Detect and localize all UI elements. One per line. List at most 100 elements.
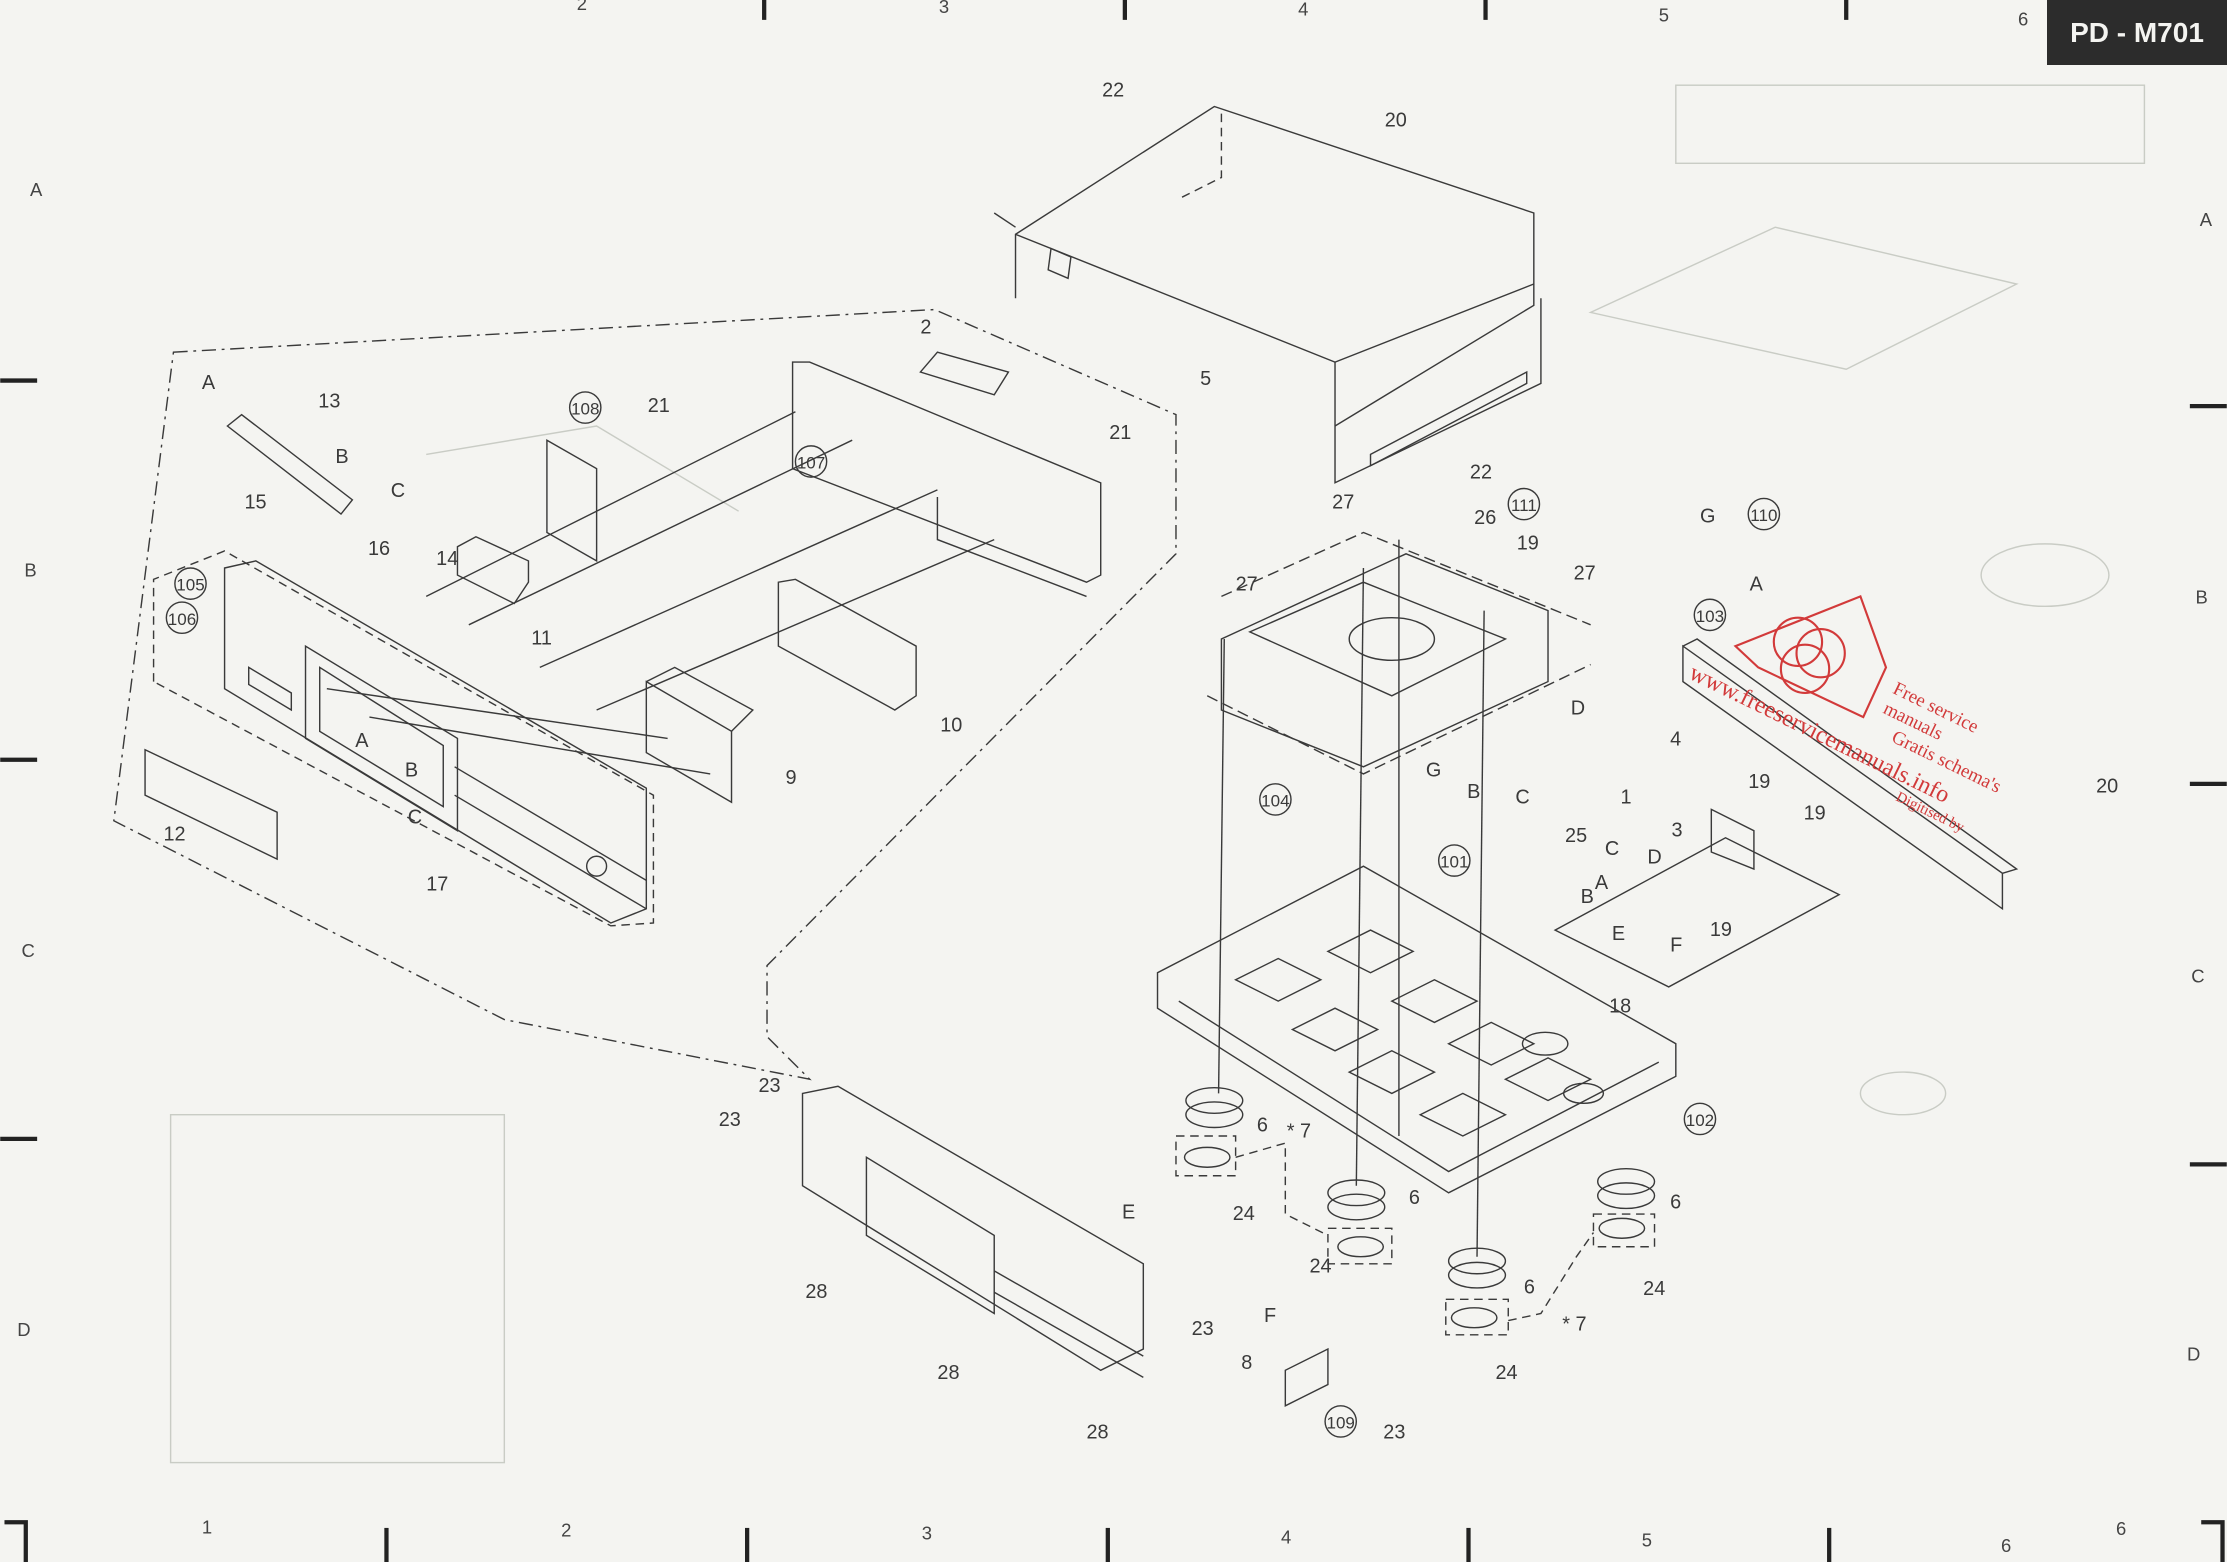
- ref-B-4: B: [1581, 886, 1594, 908]
- part-label-6d: 6: [1670, 1191, 1681, 1213]
- part-109: [1284, 1347, 1329, 1407]
- part-label-11: 11: [531, 628, 552, 650]
- ref-D-1: D: [1571, 697, 1585, 719]
- reference-letters: A B C A B C G A D G B C C D A B E F E F …: [202, 372, 1764, 1335]
- window-12: [144, 748, 278, 861]
- grid-col-3-bottom: 3: [922, 1522, 932, 1543]
- ref-A-4: A: [1595, 872, 1609, 894]
- ref-D-2: D: [1647, 846, 1661, 868]
- ref-B-1: B: [335, 446, 348, 468]
- part-label-17: 17: [426, 873, 448, 895]
- callout-101-text: 101: [1440, 853, 1468, 872]
- part-label-13: 13: [318, 391, 340, 413]
- part-label-19d: 19: [1710, 919, 1732, 941]
- part-labels: 1 2 3 4 5 6 6 6 6 8 9 10 11 12 13 14 15 …: [164, 80, 2119, 1444]
- part-label-20b: 20: [2096, 775, 2118, 797]
- part-label-16: 16: [368, 538, 390, 560]
- callout-107-text: 107: [797, 454, 825, 473]
- model-tag: PD - M701: [2047, 0, 2227, 65]
- callout-102-text: 102: [1686, 1111, 1714, 1130]
- grid-row-A-left: A: [30, 179, 43, 200]
- grid-col-5-top: 5: [1659, 4, 1669, 25]
- part-label-21a: 21: [648, 395, 670, 417]
- power-pcb: [1553, 808, 1841, 988]
- ref-A-3: A: [1750, 574, 1764, 596]
- part-label-19a: 19: [1517, 533, 1539, 555]
- chassis: [1156, 865, 1677, 1194]
- callout-105: [174, 567, 207, 600]
- grid-col-2-bottom: 2: [561, 1519, 571, 1540]
- part-label-19b: 19: [1748, 771, 1770, 793]
- grid-row-B-left: B: [24, 560, 36, 581]
- part-label-6a: 6: [1257, 1115, 1268, 1137]
- part-label-23b: 23: [719, 1109, 741, 1131]
- part-label-12: 12: [164, 824, 186, 846]
- grid-col-4-top: 4: [1298, 0, 1308, 20]
- part-label-24b: 24: [1309, 1255, 1331, 1277]
- ref-C-3: C: [1515, 787, 1529, 809]
- grid-col-6-top: 6: [2018, 9, 2028, 30]
- callout-103-text: 103: [1696, 607, 1724, 626]
- lower-front-panel: [801, 1085, 1145, 1379]
- ref-E-2: E: [1122, 1201, 1135, 1223]
- grid-row-C-left: C: [22, 940, 35, 961]
- callout-109: [1324, 1405, 1358, 1438]
- callout-108: [568, 391, 602, 424]
- part-label-6c: 6: [1524, 1277, 1535, 1299]
- part-label-24a: 24: [1233, 1203, 1255, 1225]
- grid-row-D-right: D: [2187, 1343, 2200, 1364]
- part-label-24c: 24: [1643, 1278, 1665, 1300]
- circled-callout-text: 101 102 103 104 105 106 107 108 109 110 …: [168, 400, 1778, 1433]
- part-label-28c: 28: [1087, 1421, 1109, 1443]
- display-panel-group-outline: [152, 550, 655, 927]
- rear-panel: [1682, 638, 2019, 911]
- part-label-5: 5: [1200, 368, 1211, 390]
- ref-G-1: G: [1700, 506, 1715, 528]
- front-panel-group-outline: [113, 308, 1177, 1081]
- part-label-6b: 6: [1409, 1187, 1420, 1209]
- part-label-19c: 19: [1804, 802, 1826, 824]
- part-label-26: 26: [1474, 507, 1496, 529]
- part-label-2: 2: [920, 317, 931, 339]
- grid-col-5-bottom: 5: [1642, 1529, 1652, 1550]
- part-label-20a: 20: [1385, 109, 1407, 131]
- part-label-21b: 21: [1109, 422, 1131, 444]
- part-label-27c: 27: [1574, 562, 1596, 584]
- grid-col-1-bottom: 1: [202, 1517, 212, 1538]
- grid-col-3-top: 3: [939, 0, 949, 17]
- part-11: [456, 535, 530, 605]
- grid-row-C-right: C: [2191, 966, 2204, 987]
- ref-G-2: G: [1426, 760, 1441, 782]
- callout-110-text: 110: [1750, 506, 1777, 525]
- ref-C-4: C: [1605, 838, 1619, 860]
- callout-111: [1507, 487, 1541, 521]
- callout-104: [1259, 783, 1292, 816]
- film-2: [919, 351, 1010, 396]
- part-label-14: 14: [436, 548, 458, 570]
- ref-F-1: F: [1670, 934, 1682, 956]
- bracket-108: [546, 438, 598, 563]
- vertical-guides: [1217, 539, 1485, 1257]
- part-label-27b: 27: [1236, 574, 1258, 596]
- callout-106: [165, 601, 199, 635]
- callout-102: [1683, 1102, 1717, 1136]
- grid-col-2-top: 2: [577, 0, 587, 14]
- callout-107: [794, 445, 828, 478]
- button-block-9: [645, 666, 754, 804]
- ref-B-2: B: [405, 760, 418, 782]
- callout-110: [1747, 497, 1781, 531]
- part-label-9: 9: [785, 767, 796, 789]
- part-label-8: 8: [1241, 1352, 1252, 1374]
- holder-15: [226, 413, 354, 516]
- ref-C-1: C: [391, 480, 405, 502]
- ref-B-3: B: [1467, 781, 1480, 803]
- grid-labels: 2 3 4 5 6 1 2 3 4 5 6 6 A B C D A B C D: [17, 0, 2213, 1556]
- bleed-through: [169, 84, 2146, 1464]
- mechanism: [1206, 531, 1591, 775]
- grid-col-6-bottom: 6: [2001, 1535, 2011, 1556]
- ref-F-2: F: [1264, 1305, 1276, 1327]
- grid-row-D-left: D: [17, 1319, 30, 1340]
- button-block-10: [777, 578, 917, 711]
